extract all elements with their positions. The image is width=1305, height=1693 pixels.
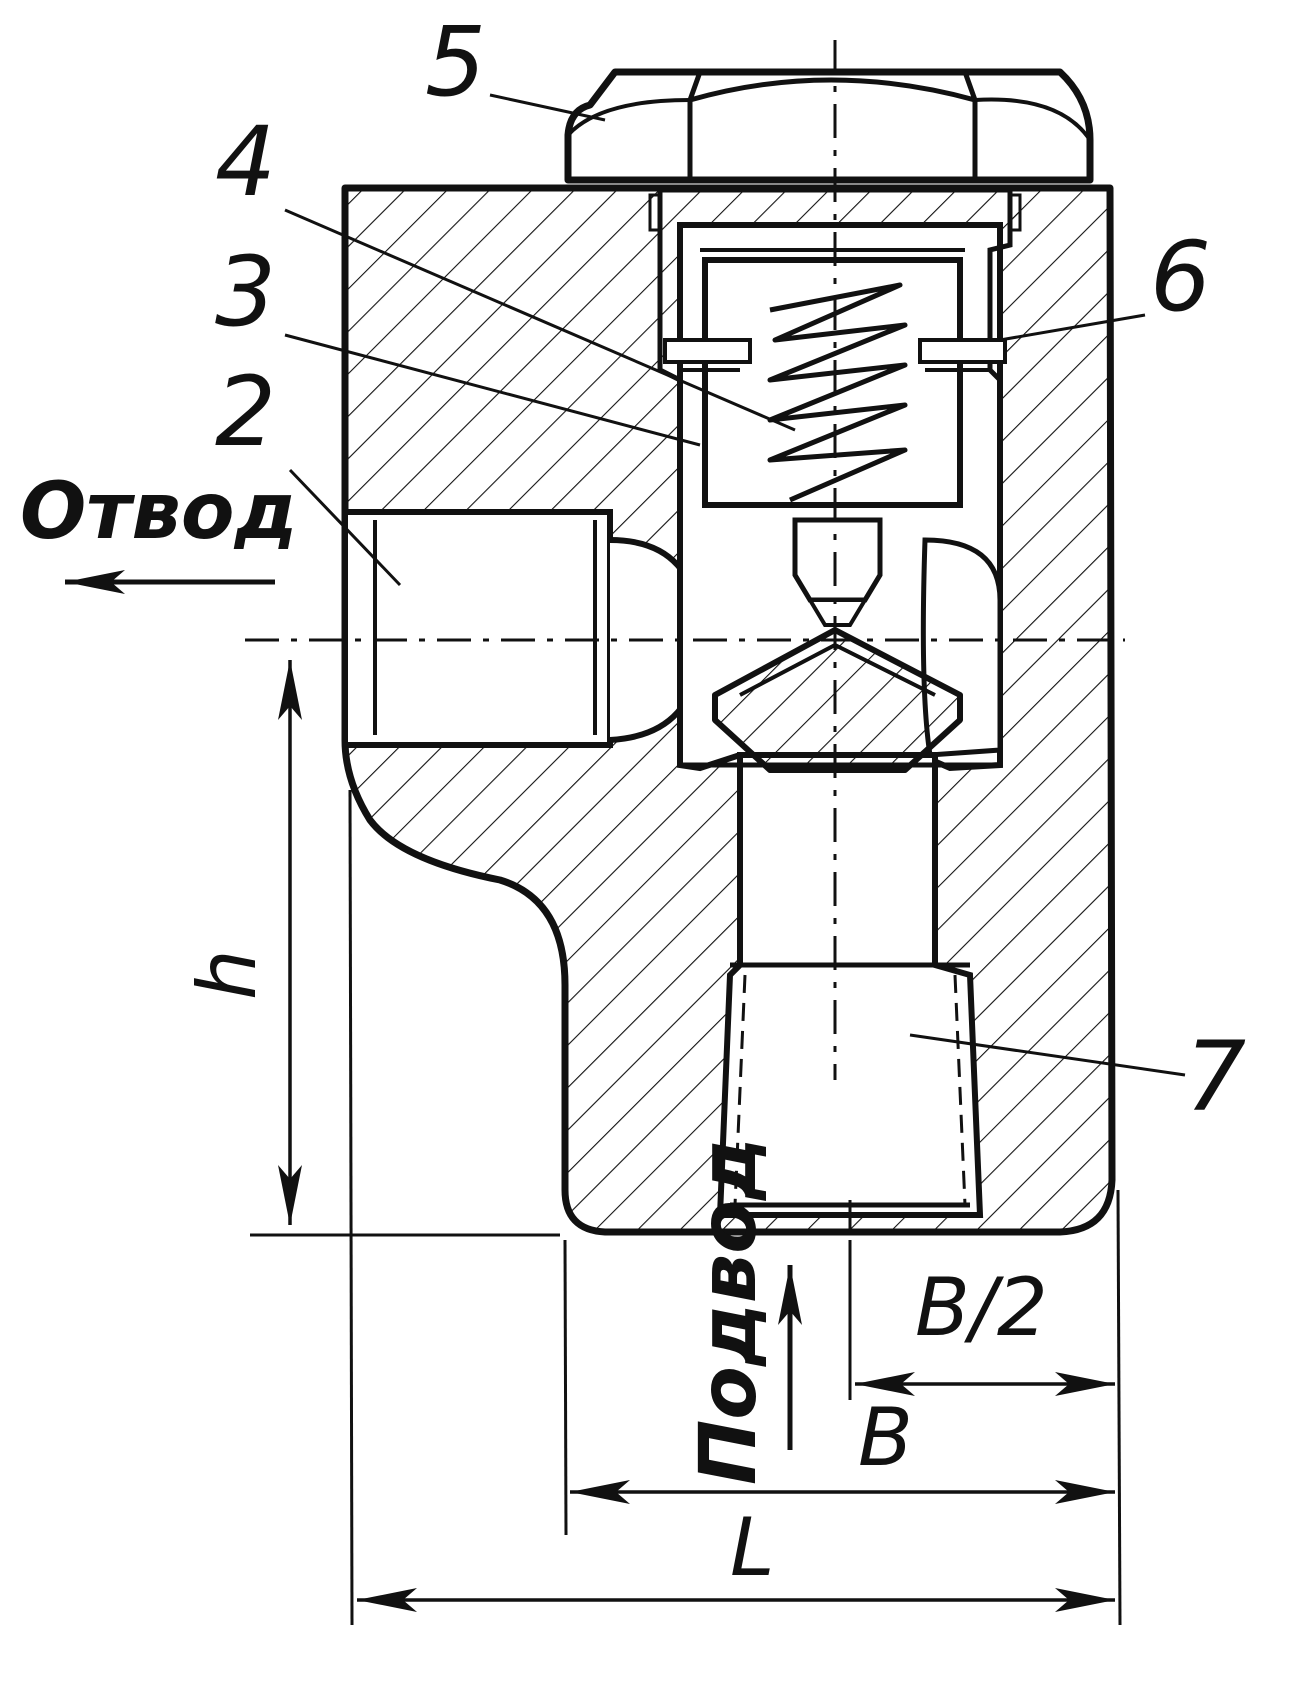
part-labels: 5 4 3 2 6 7 — [215, 6, 1246, 1133]
label-dim-b: B — [858, 1391, 913, 1484]
label-part-2: 2 — [215, 356, 276, 468]
inlet-bore — [716, 752, 984, 1218]
label-dim-h: h — [181, 949, 274, 1000]
spring-housing — [663, 248, 1007, 508]
label-part-3: 3 — [215, 236, 276, 348]
valve-disc — [712, 627, 963, 773]
spring — [767, 282, 908, 503]
label-dim-half-b: B/2 — [915, 1261, 1048, 1354]
label-part-6: 6 — [1150, 221, 1211, 333]
label-part-4: 4 — [215, 106, 276, 218]
dimension-lines — [278, 660, 1115, 1612]
label-dim-l: L — [730, 1501, 775, 1594]
label-part-5: 5 — [425, 6, 486, 118]
label-part-7: 7 — [1185, 1021, 1246, 1133]
outlet-bore — [342, 509, 613, 748]
label-inlet: Подвод — [684, 1137, 774, 1485]
flow-arrows — [65, 570, 802, 1450]
label-outlet: Отвод — [20, 467, 297, 557]
extension-lines — [250, 789, 1122, 1626]
leader-lines — [284, 93, 1186, 1077]
valve-stem — [712, 517, 963, 773]
